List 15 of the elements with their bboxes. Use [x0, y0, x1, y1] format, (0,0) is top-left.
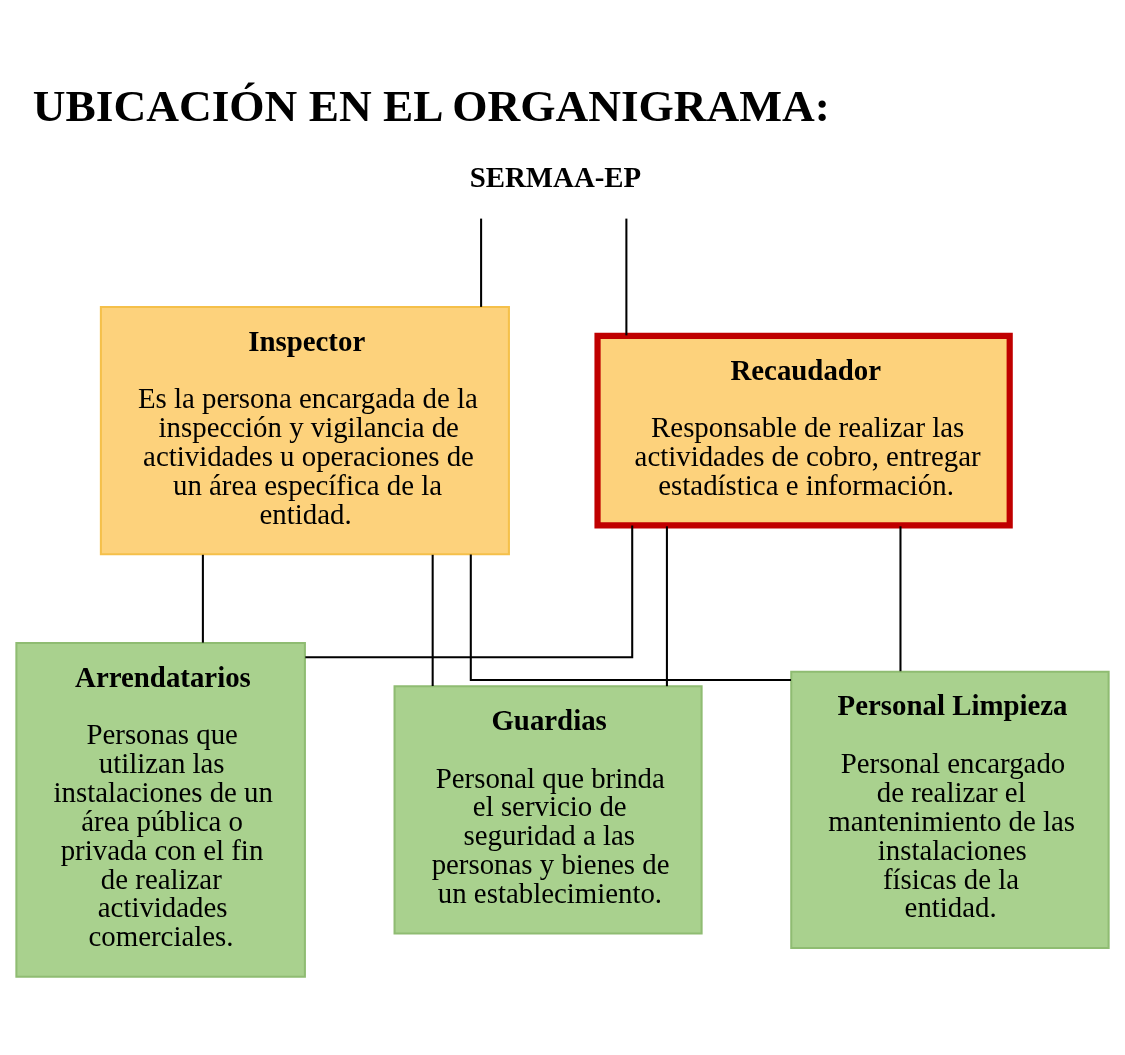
node-box: Personal Limpieza Personal encargado de realizar el mantenimiento de las instalaciones físicas de la entidad. — [790, 670, 1110, 949]
connector — [665, 526, 668, 687]
connector — [431, 554, 434, 687]
connector — [480, 218, 483, 307]
node-box: Arrendatarios Personas que utilizan las instalaciones de un área pública o privada con el fin de realizar actividades comerciales. — [15, 641, 306, 978]
connector — [305, 525, 634, 659]
diagram-title: UBICACIÓN EN EL ORGANIGRAMA: — [32, 80, 830, 131]
node-box: Guardias Personal que brinda el servicio de seguridad a las personas y bienes de un establecimiento. — [393, 685, 703, 935]
connector — [899, 526, 902, 672]
node-box: Inspector Es la persona encargada de la inspección y vigilancia de actividades u operaciones de un área específica de la entidad. — [99, 305, 510, 556]
connector — [201, 554, 204, 643]
connector — [625, 218, 628, 336]
connector — [469, 554, 792, 682]
node-box: Recaudador Responsable de realizar las actividades de cobro, entregar estadística e información. — [594, 332, 1013, 529]
node-text: SERMAA-EP — [469, 160, 642, 193]
